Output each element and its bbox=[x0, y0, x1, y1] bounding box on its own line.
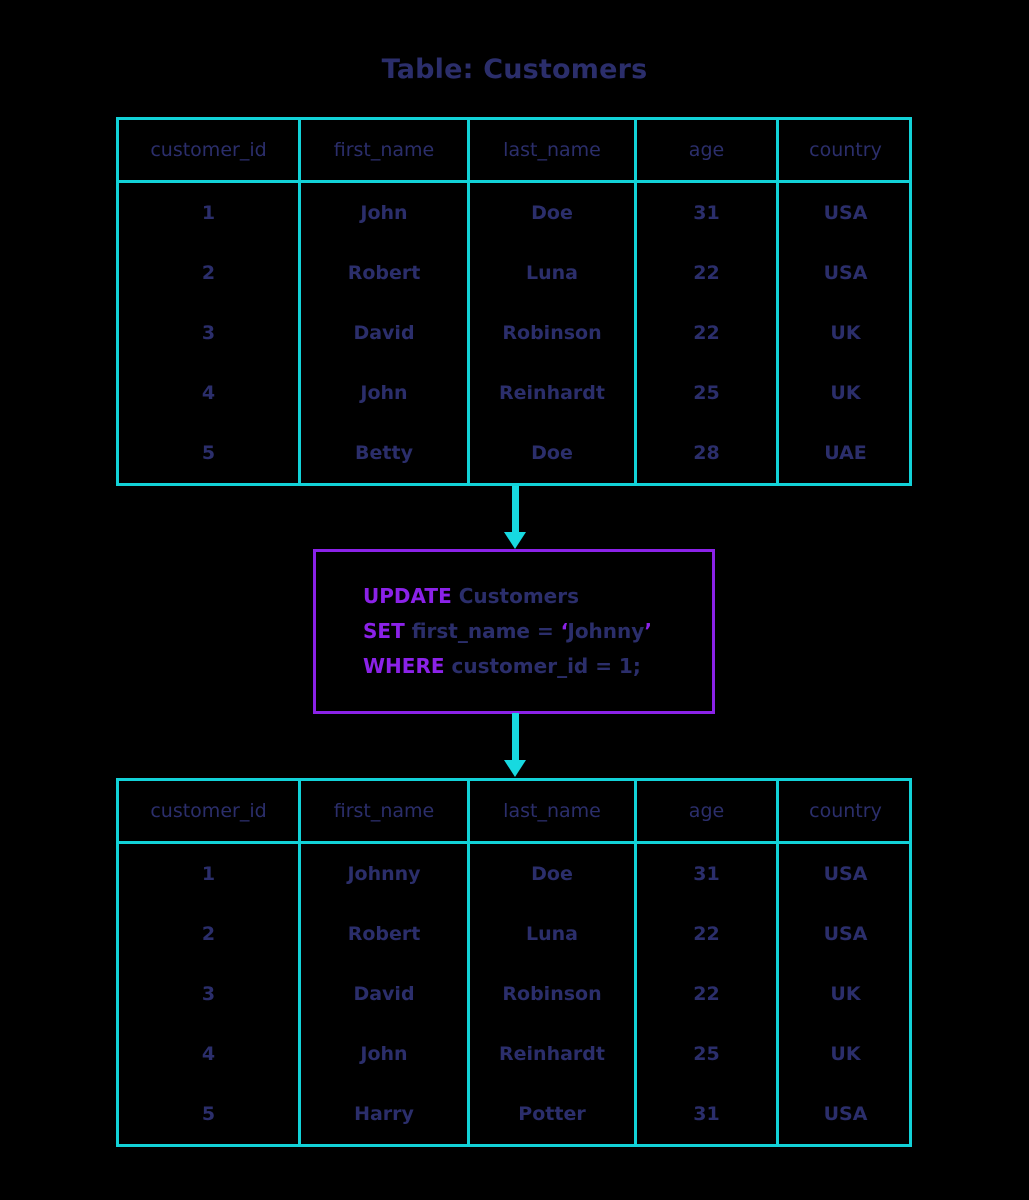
cell-last-name: Potter bbox=[470, 1084, 637, 1144]
table-row: 1 John Doe 31 USA bbox=[119, 183, 909, 243]
cell-age: 22 bbox=[637, 904, 779, 964]
cell-age: 25 bbox=[637, 363, 779, 423]
cell-age: 25 bbox=[637, 1024, 779, 1084]
cell-last-name: Robinson bbox=[470, 303, 637, 363]
cell-first-name: Robert bbox=[301, 904, 470, 964]
table-row: 3 David Robinson 22 UK bbox=[119, 964, 909, 1024]
cell-first-name: David bbox=[301, 303, 470, 363]
cell-last-name: Doe bbox=[470, 423, 637, 483]
cell-customer-id: 5 bbox=[119, 423, 301, 483]
cell-last-name: Luna bbox=[470, 904, 637, 964]
sql-open-quote: ‘ bbox=[560, 619, 568, 643]
cell-first-name: Betty bbox=[301, 423, 470, 483]
cell-first-name: John bbox=[301, 1024, 470, 1084]
table-row: 2 Robert Luna 22 USA bbox=[119, 243, 909, 303]
cell-customer-id: 1 bbox=[119, 844, 301, 904]
table-row: 2 Robert Luna 22 USA bbox=[119, 904, 909, 964]
arrow-head bbox=[504, 532, 526, 549]
cell-age: 22 bbox=[637, 303, 779, 363]
column-header-last-name: last_name bbox=[470, 781, 637, 841]
cell-country: UK bbox=[830, 983, 861, 1005]
sql-value-johnny: Johnny bbox=[567, 619, 645, 643]
customers-table-after: customer_id first_name last_name age cou… bbox=[116, 778, 912, 1147]
cell-age: 28 bbox=[637, 423, 779, 483]
cell-age: 31 bbox=[637, 844, 779, 904]
arrow-shaft bbox=[512, 713, 519, 762]
table-row: 5 Betty Doe 28 UAE bbox=[119, 423, 909, 483]
cell-last-name: Reinhardt bbox=[470, 1024, 637, 1084]
sql-operand-condition: customer_id = 1; bbox=[451, 654, 641, 678]
cell-customer-id: 2 bbox=[119, 243, 301, 303]
table-row: 5 Harry Potter 31 USA bbox=[119, 1084, 909, 1144]
sql-query-box: UPDATE Customers SET first_name = ‘Johnn… bbox=[313, 549, 715, 714]
cell-last-name: Robinson bbox=[470, 964, 637, 1024]
column-header-last-name: last_name bbox=[470, 120, 637, 180]
cell-country: USA bbox=[823, 1103, 868, 1125]
cell-country: USA bbox=[823, 863, 868, 885]
column-header-first-name: first_name bbox=[301, 781, 470, 841]
cell-first-name: John bbox=[301, 183, 470, 243]
sql-line-update: UPDATE Customers bbox=[363, 579, 579, 614]
cell-customer-id: 1 bbox=[119, 183, 301, 243]
table-header-row: customer_id first_name last_name age cou… bbox=[119, 781, 909, 844]
column-header-country: country bbox=[809, 800, 882, 822]
cell-last-name: Luna bbox=[470, 243, 637, 303]
column-header-customer-id: customer_id bbox=[119, 781, 301, 841]
arrow-down-to-query-icon bbox=[504, 486, 526, 550]
cell-last-name: Doe bbox=[470, 844, 637, 904]
cell-country: UK bbox=[830, 382, 861, 404]
table-row: 4 John Reinhardt 25 UK bbox=[119, 363, 909, 423]
sql-operand-assignment: first_name = bbox=[411, 619, 561, 643]
column-header-age: age bbox=[637, 120, 779, 180]
cell-age: 22 bbox=[637, 243, 779, 303]
cell-age: 31 bbox=[637, 1084, 779, 1144]
arrow-head bbox=[504, 760, 526, 777]
cell-customer-id: 4 bbox=[119, 1024, 301, 1084]
table-row: 4 John Reinhardt 25 UK bbox=[119, 1024, 909, 1084]
cell-customer-id: 5 bbox=[119, 1084, 301, 1144]
column-header-country: country bbox=[809, 139, 882, 161]
page-title: Table: Customers bbox=[381, 54, 648, 85]
arrow-shaft bbox=[512, 486, 519, 534]
column-header-customer-id: customer_id bbox=[119, 120, 301, 180]
cell-customer-id: 4 bbox=[119, 363, 301, 423]
table-header-row: customer_id first_name last_name age cou… bbox=[119, 120, 909, 183]
cell-customer-id: 2 bbox=[119, 904, 301, 964]
sql-line-where: WHERE customer_id = 1; bbox=[363, 649, 641, 684]
cell-first-name: David bbox=[301, 964, 470, 1024]
cell-country: USA bbox=[823, 202, 868, 224]
sql-keyword-where: WHERE bbox=[363, 654, 445, 678]
customers-table-before: customer_id first_name last_name age cou… bbox=[116, 117, 912, 486]
cell-first-name: Johnny bbox=[301, 844, 470, 904]
cell-last-name: Reinhardt bbox=[470, 363, 637, 423]
cell-last-name: Doe bbox=[470, 183, 637, 243]
cell-first-name: Robert bbox=[301, 243, 470, 303]
sql-line-set: SET first_name = ‘Johnny’ bbox=[363, 614, 652, 649]
cell-age: 31 bbox=[637, 183, 779, 243]
column-header-first-name: first_name bbox=[301, 120, 470, 180]
cell-country: USA bbox=[823, 923, 868, 945]
cell-country: UAE bbox=[824, 442, 867, 464]
arrow-down-to-result-icon bbox=[504, 713, 526, 779]
cell-age: 22 bbox=[637, 964, 779, 1024]
cell-customer-id: 3 bbox=[119, 303, 301, 363]
column-header-age: age bbox=[637, 781, 779, 841]
sql-close-quote: ’ bbox=[644, 619, 652, 643]
sql-operand-table: Customers bbox=[458, 584, 579, 608]
cell-first-name: John bbox=[301, 363, 470, 423]
cell-country: UK bbox=[830, 322, 861, 344]
sql-keyword-update: UPDATE bbox=[363, 584, 452, 608]
table-row: 3 David Robinson 22 UK bbox=[119, 303, 909, 363]
cell-customer-id: 3 bbox=[119, 964, 301, 1024]
sql-keyword-set: SET bbox=[363, 619, 405, 643]
cell-country: USA bbox=[823, 262, 868, 284]
cell-first-name: Harry bbox=[301, 1084, 470, 1144]
cell-country: UK bbox=[830, 1043, 861, 1065]
table-row: 1 Johnny Doe 31 USA bbox=[119, 844, 909, 904]
